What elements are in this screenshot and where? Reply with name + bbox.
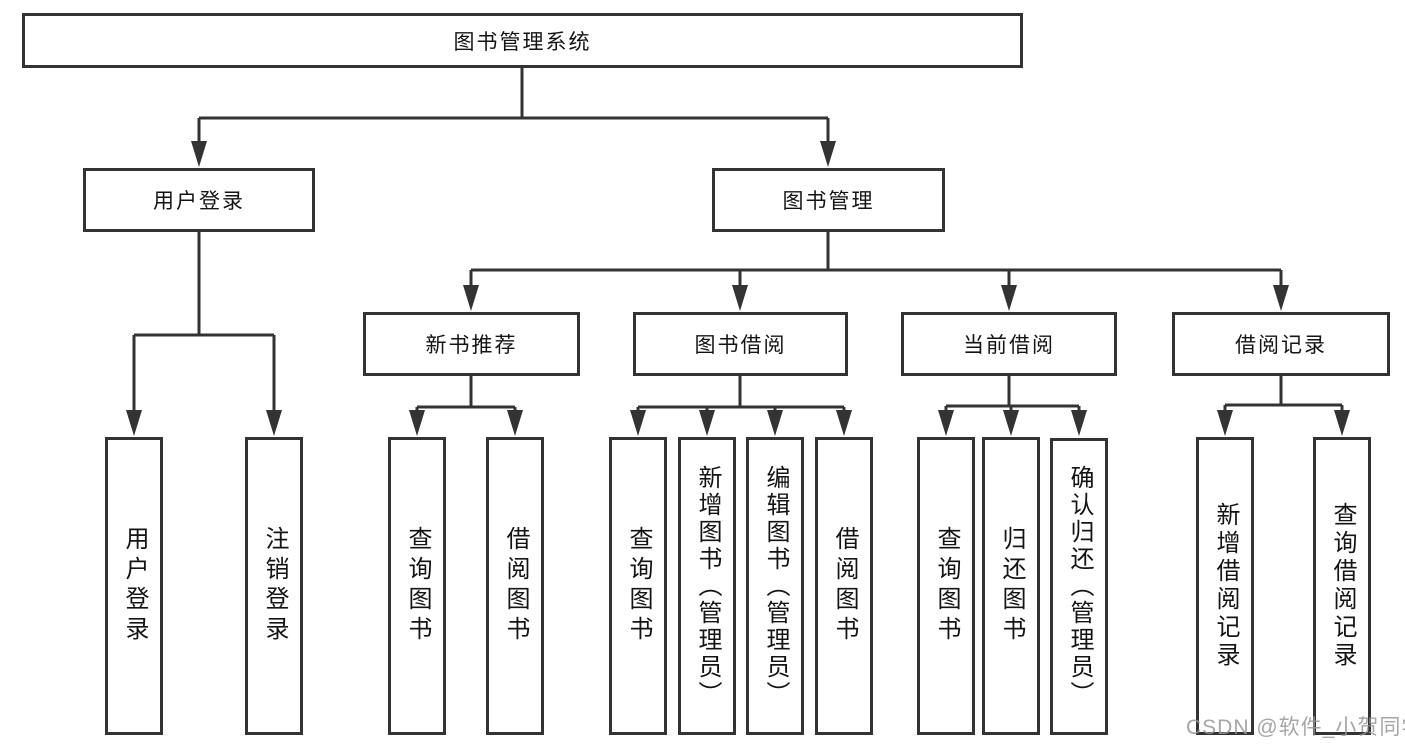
node-current-borrow: 当前借阅 (901, 312, 1117, 376)
leaf-cb-query-label: 查询图书 (933, 526, 960, 646)
leaf-bb-add: 新增图书（管理员） (678, 437, 736, 735)
leaf-logout-label: 注销登录 (261, 526, 288, 646)
connector-root (197, 68, 830, 147)
node-book-mgmt-label: 图书管理 (782, 190, 875, 213)
leaf-br-query-label: 查询借阅记录 (1329, 502, 1356, 670)
connector-book-borrow (636, 376, 846, 416)
leaf-br-add-label: 新增借阅记录 (1212, 502, 1239, 670)
node-borrow-record-label: 借阅记录 (1235, 334, 1327, 357)
leaf-bb-add-label: 新增图书（管理员） (694, 464, 721, 708)
connector-new-book-rec (415, 376, 517, 416)
leaf-cb-return: 归还图书 (982, 437, 1040, 735)
leaf-nb-borrow: 借阅图书 (486, 437, 544, 735)
node-borrow-record: 借阅记录 (1172, 312, 1390, 376)
leaf-bb-query: 查询图书 (609, 437, 667, 735)
connector-borrow-record (1223, 376, 1344, 416)
leaf-br-add: 新增借阅记录 (1196, 437, 1254, 735)
node-new-book-rec-label: 新书推荐 (425, 334, 518, 357)
arrowheads (126, 141, 1350, 436)
node-book-mgmt: 图书管理 (712, 168, 945, 232)
leaf-nb-query-label: 查询图书 (404, 526, 431, 646)
node-user-login: 用户登录 (83, 168, 315, 232)
node-user-login-label: 用户登录 (153, 190, 245, 213)
connector-book-mgmt (469, 232, 1283, 291)
watermark: CSDN @软件_小贺同学 (1186, 716, 1405, 739)
leaf-bb-edit-label: 编辑图书（管理员） (762, 464, 789, 708)
leaf-user-login: 用户登录 (105, 437, 163, 735)
leaf-bb-query-label: 查询图书 (625, 526, 652, 646)
node-book-borrow: 图书借阅 (633, 312, 848, 376)
leaf-user-login-label: 用户登录 (121, 526, 148, 646)
leaf-cb-return-label: 归还图书 (998, 526, 1025, 646)
leaf-bb-edit: 编辑图书（管理员） (746, 437, 804, 735)
leaf-cb-confirm-label: 确认归还（管理员） (1066, 465, 1093, 708)
leaf-cb-confirm: 确认归还（管理员） (1050, 438, 1108, 735)
node-new-book-rec: 新书推荐 (363, 312, 580, 376)
leaf-nb-borrow-label: 借阅图书 (502, 526, 529, 646)
leaf-br-query: 查询借阅记录 (1313, 437, 1371, 735)
connector-user-login (132, 232, 276, 416)
leaf-bb-borrow-label: 借阅图书 (831, 526, 858, 646)
node-current-borrow-label: 当前借阅 (963, 334, 1055, 357)
node-book-borrow-label: 图书借阅 (694, 334, 787, 357)
leaf-bb-borrow: 借阅图书 (815, 437, 873, 735)
leaf-nb-query: 查询图书 (388, 437, 446, 735)
node-root: 图书管理系统 (22, 13, 1023, 68)
node-root-label: 图书管理系统 (453, 30, 592, 54)
leaf-cb-query: 查询图书 (917, 437, 975, 735)
leaf-logout: 注销登录 (245, 437, 303, 735)
